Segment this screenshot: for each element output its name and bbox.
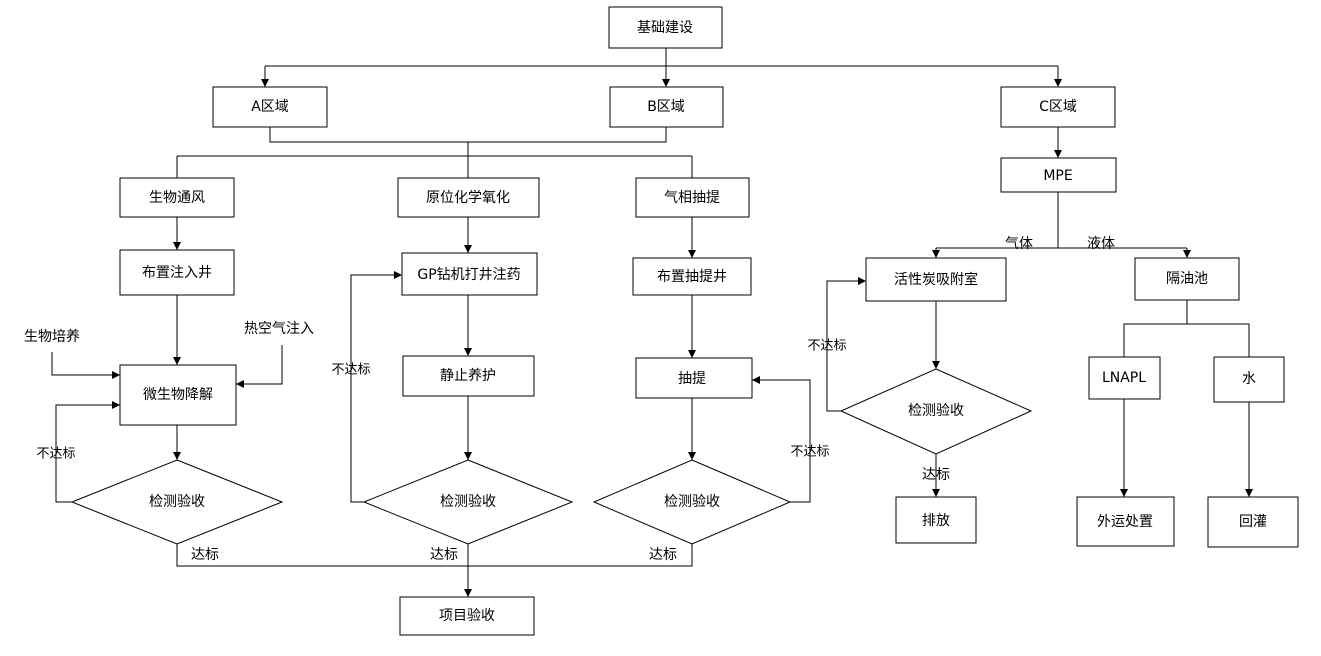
node-sve: 气相抽提	[635, 177, 750, 218]
label-carbon-fail: 不达标	[807, 339, 846, 354]
node-offsite-disposal: 外运处置	[1076, 496, 1175, 547]
edge-ab-merge	[269, 127, 667, 143]
label-liquid: 液体	[1087, 236, 1115, 252]
edge-separator-split	[1123, 300, 1250, 357]
node-label: 基础建设	[637, 19, 693, 36]
decision-carbon-inspection: 检测验收	[839, 368, 1033, 455]
node-label: A区域	[251, 99, 289, 115]
node-area-a: A区域	[212, 86, 328, 128]
node-lnapl: LNAPL	[1088, 356, 1161, 400]
node-label: 静止养护	[440, 368, 496, 384]
node-label: C区域	[1039, 99, 1077, 115]
edge-sve-fail	[752, 376, 811, 503]
node-label: B区域	[647, 99, 685, 115]
node-static-curing: 静止养护	[402, 355, 535, 397]
connectors	[51, 48, 1253, 597]
node-label: 检测验收	[664, 494, 720, 510]
node-bio-culture: 生物培养	[24, 329, 80, 345]
node-label: 检测验收	[149, 494, 205, 510]
node-label: 检测验收	[440, 494, 496, 510]
node-label: 隔油池	[1166, 271, 1208, 287]
node-extraction-wells: 布置抽提井	[632, 257, 752, 296]
node-label: LNAPL	[1102, 370, 1146, 386]
node-label: 气相抽提	[664, 190, 720, 206]
node-oil-separator: 隔油池	[1134, 257, 1240, 301]
node-label: 回灌	[1239, 514, 1267, 530]
label-sve-fail: 不达标	[790, 445, 829, 460]
node-label: 外运处置	[1097, 514, 1153, 530]
node-microbial-degradation: 微生物降解	[119, 364, 237, 426]
node-bioventing: 生物通风	[119, 177, 235, 218]
label-carbon-pass: 达标	[922, 467, 950, 483]
node-area-c: C区域	[1000, 86, 1116, 128]
node-water: 水	[1213, 356, 1285, 403]
node-label: 项目验收	[439, 608, 495, 624]
node-label: 水	[1242, 371, 1256, 387]
edge-bio-fail	[55, 401, 120, 503]
edge-carbon-fail	[826, 277, 866, 412]
node-isco: 原位化学氧化	[397, 177, 540, 218]
node-discharge: 排放	[895, 496, 977, 544]
decision-sve-inspection: 检测验收	[592, 459, 792, 545]
node-project-acceptance: 项目验收	[399, 596, 535, 636]
edge-culture-in	[51, 352, 120, 379]
node-extraction: 抽提	[635, 357, 753, 399]
label-gas: 气体	[1005, 236, 1033, 252]
label-bio-fail: 不达标	[36, 447, 75, 462]
node-base-construction: 基础建设	[608, 6, 723, 49]
node-mpe: MPE	[1000, 157, 1117, 193]
edge-pass-bus	[176, 544, 693, 567]
node-area-b: B区域	[609, 86, 724, 128]
label-isco-pass: 达标	[430, 547, 458, 563]
node-label: 布置注入井	[142, 265, 212, 281]
node-injection-wells: 布置注入井	[119, 249, 235, 296]
node-label: 排放	[922, 513, 950, 529]
node-label: 活性炭吸附室	[894, 271, 978, 288]
label-bio-pass: 达标	[191, 547, 219, 563]
decision-isco-inspection: 检测验收	[362, 459, 574, 545]
node-label: 微生物降解	[143, 387, 213, 403]
node-hot-air-injection: 热空气注入	[244, 321, 314, 337]
decision-bio-inspection: 检测验收	[70, 459, 284, 545]
node-label: MPE	[1043, 168, 1072, 184]
node-label: 布置抽提井	[657, 269, 727, 285]
node-label: 检测验收	[908, 403, 964, 419]
label-sve-pass: 达标	[649, 547, 677, 563]
node-label: 原位化学氧化	[426, 190, 510, 206]
node-reinjection: 回灌	[1207, 496, 1299, 548]
node-label: GP钻机打井注药	[417, 266, 520, 283]
edge-hotair-in	[236, 345, 283, 388]
edge-isco-fail	[350, 271, 402, 503]
node-label: 抽提	[678, 371, 706, 387]
node-activated-carbon: 活性炭吸附室	[865, 257, 1007, 302]
node-label: 生物通风	[149, 190, 205, 206]
label-isco-fail: 不达标	[331, 363, 370, 378]
node-gp-drilling: GP钻机打井注药	[401, 252, 538, 296]
